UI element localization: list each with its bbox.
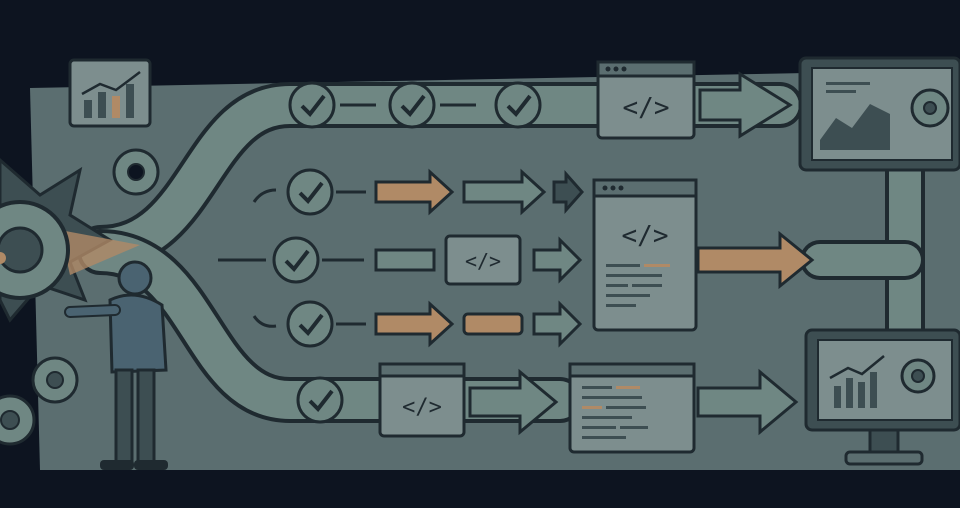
person-figure (64, 260, 168, 470)
arrow-icon (552, 170, 585, 214)
arrow-icon (462, 168, 547, 216)
monitor-icon (804, 328, 960, 466)
check-icon (494, 81, 542, 129)
arrow-icon (252, 188, 277, 203)
central-gear-burst (0, 158, 140, 323)
arrow-icon (532, 236, 583, 284)
check-icon (296, 376, 344, 424)
gear-icon (31, 356, 79, 404)
code-window: </> (378, 362, 466, 438)
check-icon (286, 168, 334, 216)
gear-icon (112, 148, 160, 196)
arrow-icon (698, 71, 793, 139)
arrow-icon (468, 368, 559, 436)
code-icon: </> (402, 395, 442, 420)
gear-icon (0, 394, 36, 446)
check-icon (288, 81, 336, 129)
code-icon: </> (622, 221, 669, 251)
code-window: </> (596, 60, 696, 140)
progress-bar (462, 312, 524, 336)
branching-pipes (77, 82, 925, 423)
monitor-icon (798, 56, 960, 172)
check-icon (388, 81, 436, 129)
check-icon (286, 300, 334, 348)
arrow-icon (374, 168, 455, 216)
arrow-icon (696, 230, 815, 290)
progress-bar (374, 248, 436, 272)
arrow-icon (252, 315, 277, 328)
code-window: </> (592, 178, 698, 332)
code-window (568, 362, 696, 454)
code-icon: </> (465, 249, 501, 273)
bar-chart-icon (68, 58, 152, 128)
code-icon: </> (623, 93, 670, 123)
code-box: </> (444, 234, 522, 286)
arrow-icon (532, 300, 583, 348)
arrow-icon (374, 300, 455, 348)
check-icon (272, 236, 320, 284)
arrow-icon (696, 368, 799, 436)
